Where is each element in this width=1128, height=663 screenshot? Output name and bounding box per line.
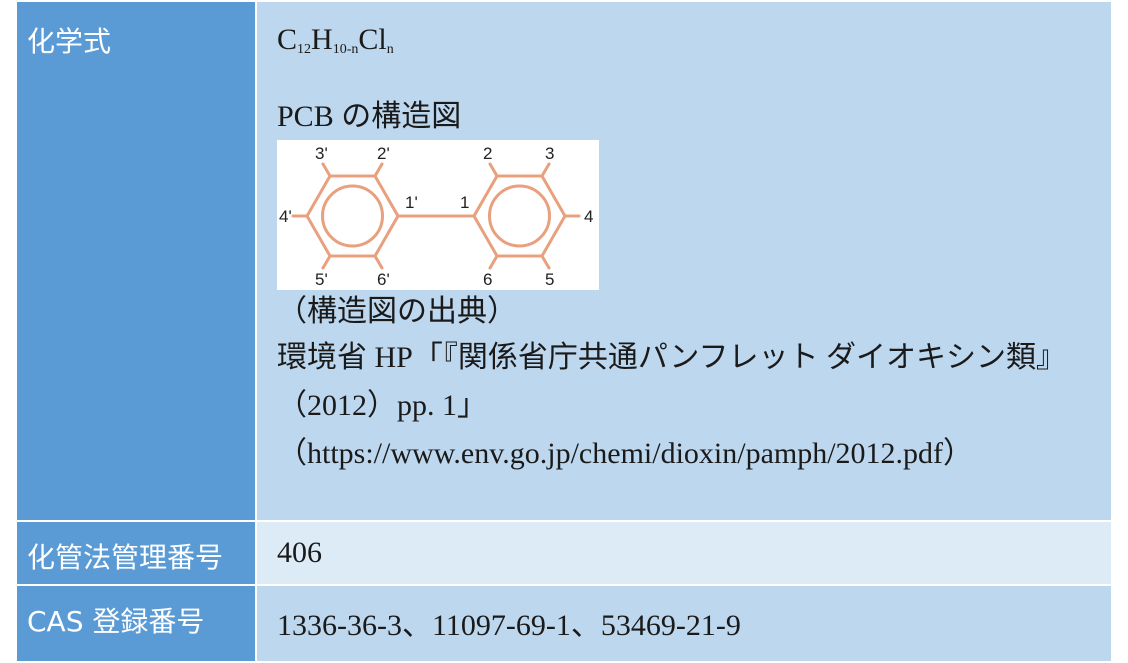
right-benzene-ring [472,174,567,258]
source-line-2: （2012）pp. 1」 [277,389,487,422]
source-line-1: 環境省 HP「『関係省庁共通パンフレット ダイオキシン類』 [277,341,1066,374]
bond-3prime [321,162,332,178]
position-label-3: 3 [545,144,554,163]
row-label: 化学式 [17,2,257,520]
source-url[interactable]: （https://www.env.go.jp/chemi/dioxin/pamp… [277,437,974,470]
bond-2prime [373,162,384,178]
position-label-5: 5 [545,270,554,289]
bond-3 [540,162,551,178]
row-value: 1336-36-3、11097-69-1、53469-21-9 [257,586,1111,661]
right-ring-aromatic-circle [488,184,551,248]
row-label: CAS 登録番号 [17,586,257,661]
row-prtr-number: 化管法管理番号 406 [17,522,1111,586]
chemical-formula: C12H10-nCln [277,23,394,57]
position-label-6: 6 [483,270,492,289]
row-label: 化管法管理番号 [17,522,257,584]
row-value: C12H10-nCln PCB の構造図 [257,2,1111,520]
pcb-structure-diagram: 3' 2' 2 3 4' 1' 1 4 5' 6' 6 5 [277,140,599,290]
row-chemical-formula: 化学式 C12H10-nCln PCB の構造図 [17,2,1111,522]
source-heading: （構造図の出典） [277,295,517,328]
position-label-5prime: 5' [315,270,328,289]
bond-6 [488,254,499,270]
position-label-4prime: 4' [279,207,292,226]
row-value: 406 [257,522,1111,584]
structure-title: PCB の構造図 [277,100,462,133]
bond-5 [540,254,551,270]
row-cas-number: CAS 登録番号 1336-36-3、11097-69-1、53469-21-9 [17,586,1111,663]
position-label-2prime: 2' [377,144,390,163]
position-label-4: 4 [584,207,593,226]
position-label-2: 2 [483,144,492,163]
position-label-1: 1 [460,193,469,212]
bond-6prime [373,254,384,270]
substance-info-table: 化学式 C12H10-nCln PCB の構造図 [17,0,1111,663]
position-label-6prime: 6' [377,270,390,289]
bond-5prime [321,254,332,270]
position-label-1prime: 1' [405,193,418,212]
position-label-3prime: 3' [315,144,328,163]
bond-2 [488,162,499,178]
left-benzene-ring [305,174,400,258]
left-ring-aromatic-circle [321,184,384,248]
